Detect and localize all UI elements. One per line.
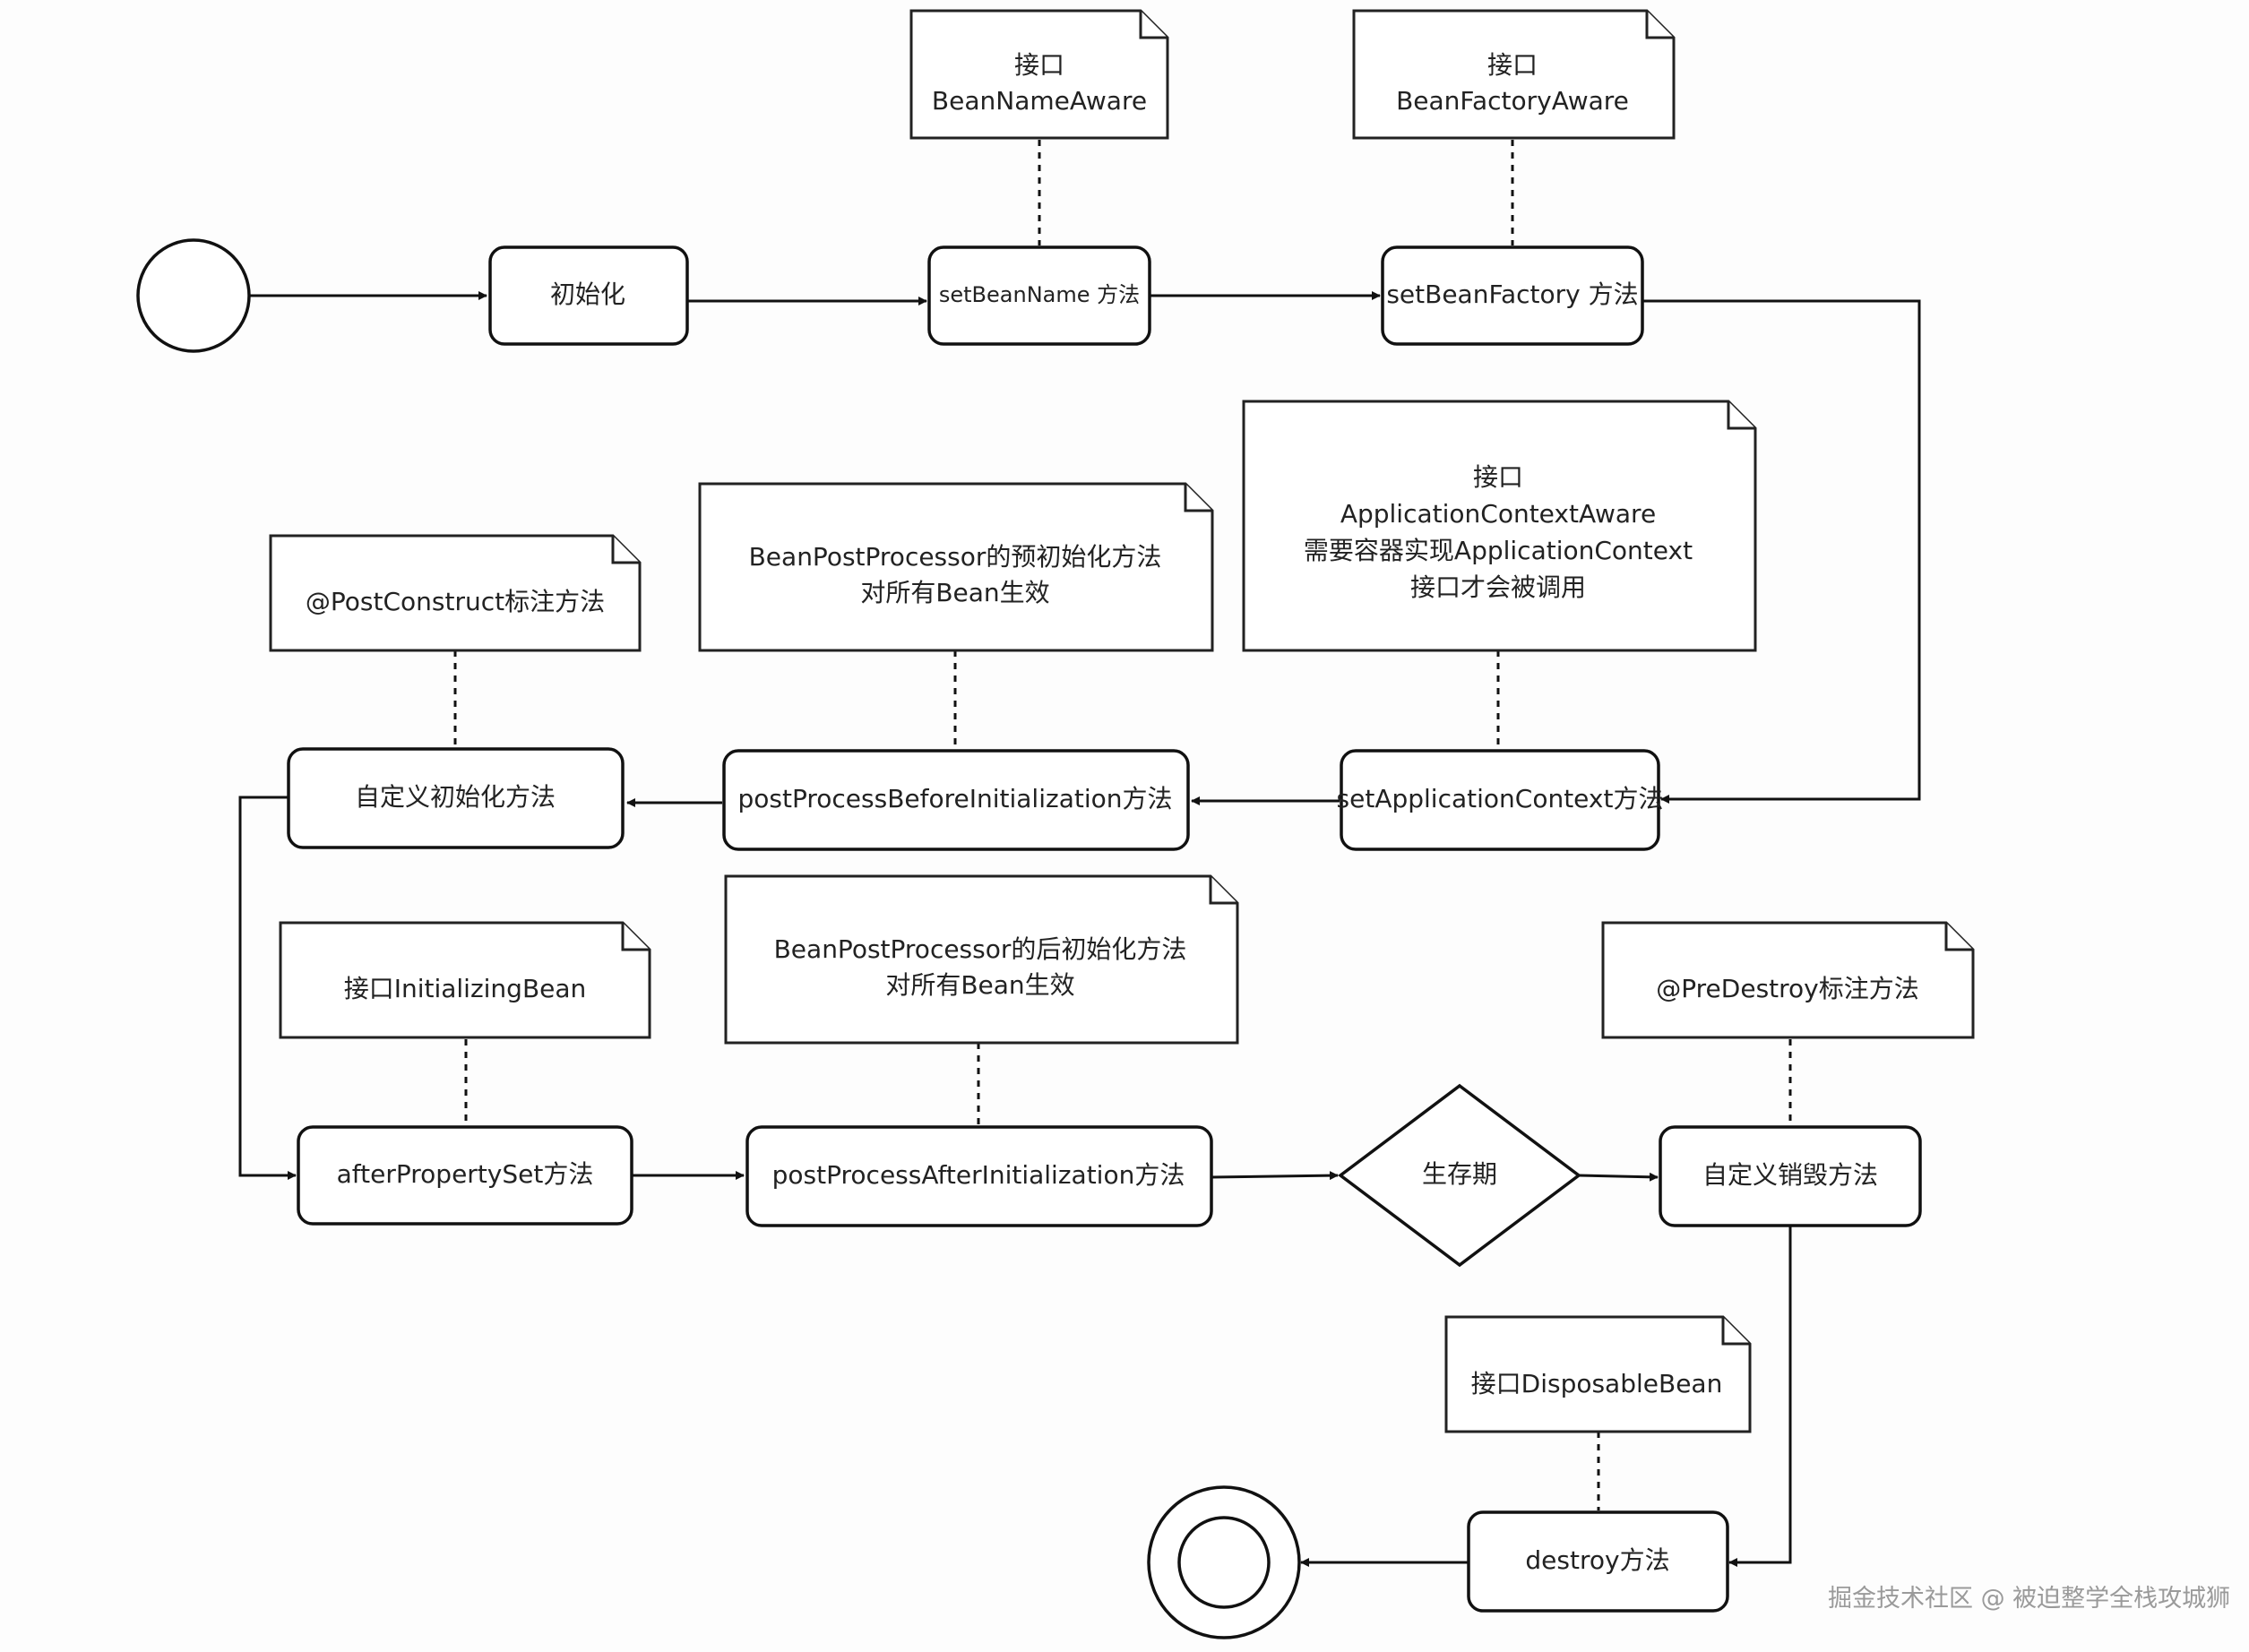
node-destroy-label: destroy方法 <box>1525 1545 1669 1575</box>
node-postprocessbefore: postProcessBeforeInitialization方法 <box>722 749 1190 851</box>
end-node <box>1147 1485 1301 1639</box>
node-postprocessafter: postProcessAfterInitialization方法 <box>745 1125 1213 1227</box>
node-setbeanfactory: setBeanFactory 方法 <box>1381 245 1644 346</box>
note-beannameaware-line-1: 接口 <box>1014 50 1064 80</box>
node-setapplicationcontext-label: setApplicationContext方法 <box>1337 784 1664 813</box>
node-lifetime-label: 生存期 <box>1422 1159 1497 1189</box>
node-init: 初始化 <box>488 245 689 346</box>
node-lifetime-decision: 生存期 <box>1338 1083 1581 1268</box>
note-bpp-before: BeanPostProcessor的预初始化方法 对所有Bean生效 <box>698 482 1214 652</box>
note-postconstruct: @PostConstruct标注方法 <box>269 534 642 652</box>
node-postprocessafter-label: postProcessAfterInitialization方法 <box>772 1160 1185 1190</box>
end-node-inner <box>1177 1516 1271 1609</box>
node-custominit: 自定义初始化方法 <box>287 747 625 849</box>
note-links <box>453 140 1792 1510</box>
note-bpp-after-line-1: BeanPostProcessor的后初始化方法 <box>774 934 1187 964</box>
note-bpp-after: BeanPostProcessor的后初始化方法 对所有Bean生效 <box>724 874 1239 1045</box>
note-applicationcontextaware-line-2: ApplicationContextAware <box>1340 499 1656 529</box>
note-applicationcontextaware: 接口 ApplicationContextAware 需要容器实现Applica… <box>1242 400 1757 652</box>
arrow-customdestroy-to-destroy <box>1728 1226 1792 1567</box>
note-beanfactoryaware: 接口 BeanFactoryAware <box>1352 9 1676 140</box>
note-applicationcontextaware-line-3: 需要容器实现ApplicationContext <box>1304 536 1693 565</box>
note-postconstruct-line-1: @PostConstruct标注方法 <box>306 587 605 616</box>
node-custominit-label: 自定义初始化方法 <box>355 782 556 812</box>
node-afterpropertyset-label: afterPropertySet方法 <box>337 1159 594 1189</box>
note-disposablebean: 接口DisposableBean <box>1444 1315 1752 1433</box>
note-beanfactoryaware-line-2: BeanFactoryAware <box>1396 86 1629 116</box>
note-beannameaware: 接口 BeanNameAware <box>909 9 1169 140</box>
node-customdestroy-label: 自定义销毁方法 <box>1702 1160 1878 1190</box>
note-predestroy: @PreDestroy标注方法 <box>1601 921 1975 1039</box>
note-initializingbean-line-1: 接口InitializingBean <box>344 974 587 1003</box>
node-setapplicationcontext: setApplicationContext方法 <box>1337 749 1664 851</box>
watermark-text: 掘金技术社区 @ 被迫整学全栈攻城狮 <box>1828 1585 2231 1613</box>
node-destroy: destroy方法 <box>1467 1510 1729 1613</box>
node-afterpropertyset: afterPropertySet方法 <box>297 1125 633 1226</box>
arrow-after-to-lifetime <box>1211 1171 1339 1181</box>
note-predestroy-line-1: @PreDestroy标注方法 <box>1656 974 1918 1003</box>
note-bpp-before-line-1: BeanPostProcessor的预初始化方法 <box>749 542 1162 572</box>
node-init-label: 初始化 <box>550 280 625 309</box>
note-beannameaware-line-2: BeanNameAware <box>932 86 1147 116</box>
node-postprocessbefore-label: postProcessBeforeInitialization方法 <box>738 784 1173 813</box>
note-bpp-before-line-2: 对所有Bean生效 <box>860 578 1049 607</box>
note-initializingbean: 接口InitializingBean <box>279 921 651 1039</box>
node-setbeanname-label: setBeanName 方法 <box>939 282 1140 307</box>
note-disposablebean-line-1: 接口DisposableBean <box>1471 1369 1723 1398</box>
node-setbeanfactory-label: setBeanFactory 方法 <box>1386 280 1638 309</box>
note-bpp-after-line-2: 对所有Bean生效 <box>885 970 1074 1000</box>
note-applicationcontextaware-line-4: 接口才会被调用 <box>1410 572 1586 602</box>
arrow-custominit-to-afterpropertyset <box>238 796 297 1180</box>
note-beanfactoryaware-line-1: 接口 <box>1487 50 1538 80</box>
node-customdestroy: 自定义销毁方法 <box>1659 1125 1922 1227</box>
start-node <box>136 238 251 353</box>
arrow-lifetime-to-customdestroy <box>1578 1172 1659 1182</box>
node-setbeanname: setBeanName 方法 <box>927 245 1151 346</box>
flow-connectors <box>238 291 1921 1567</box>
note-applicationcontextaware-line-1: 接口 <box>1473 462 1523 492</box>
arrow-setbeanfactory-to-setapplicationcontext <box>1643 299 1921 804</box>
